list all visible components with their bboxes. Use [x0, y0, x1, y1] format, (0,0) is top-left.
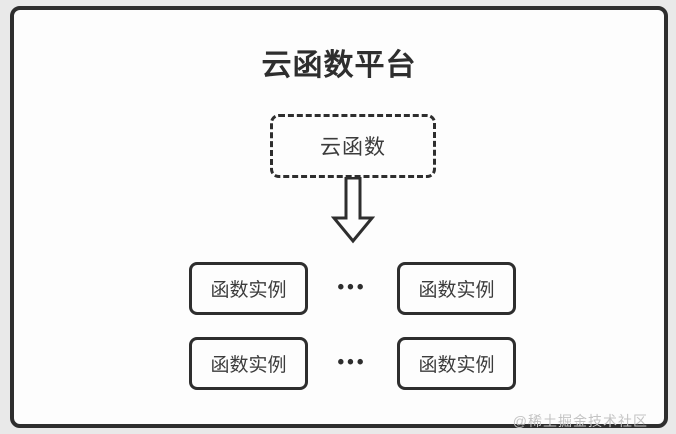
down-arrow-icon [331, 177, 375, 244]
watermark: @稀土掘金技术社区 [512, 413, 648, 429]
diagram-frame: 云函数平台 云函数 函数实例 ••• 函数实例 函数实例 ••• 函数实例 @稀… [10, 6, 668, 429]
function-instance-label: 函数实例 [210, 355, 287, 376]
function-instance-label: 函数实例 [418, 280, 495, 301]
diagram-title: 云函数平台 [261, 49, 417, 82]
function-instance-label: 函数实例 [418, 355, 495, 376]
function-instance-box: 函数实例 [189, 262, 308, 315]
ellipsis-dots: ••• [337, 277, 367, 298]
function-instance-box: 函数实例 [397, 337, 516, 390]
ellipsis-dots: ••• [337, 352, 367, 373]
function-instance-box: 函数实例 [397, 262, 516, 315]
cloud-function-label: 云函数 [320, 136, 386, 159]
cloud-function-box: 云函数 [270, 114, 436, 178]
function-instance-box: 函数实例 [189, 337, 308, 390]
function-instance-label: 函数实例 [210, 280, 287, 301]
